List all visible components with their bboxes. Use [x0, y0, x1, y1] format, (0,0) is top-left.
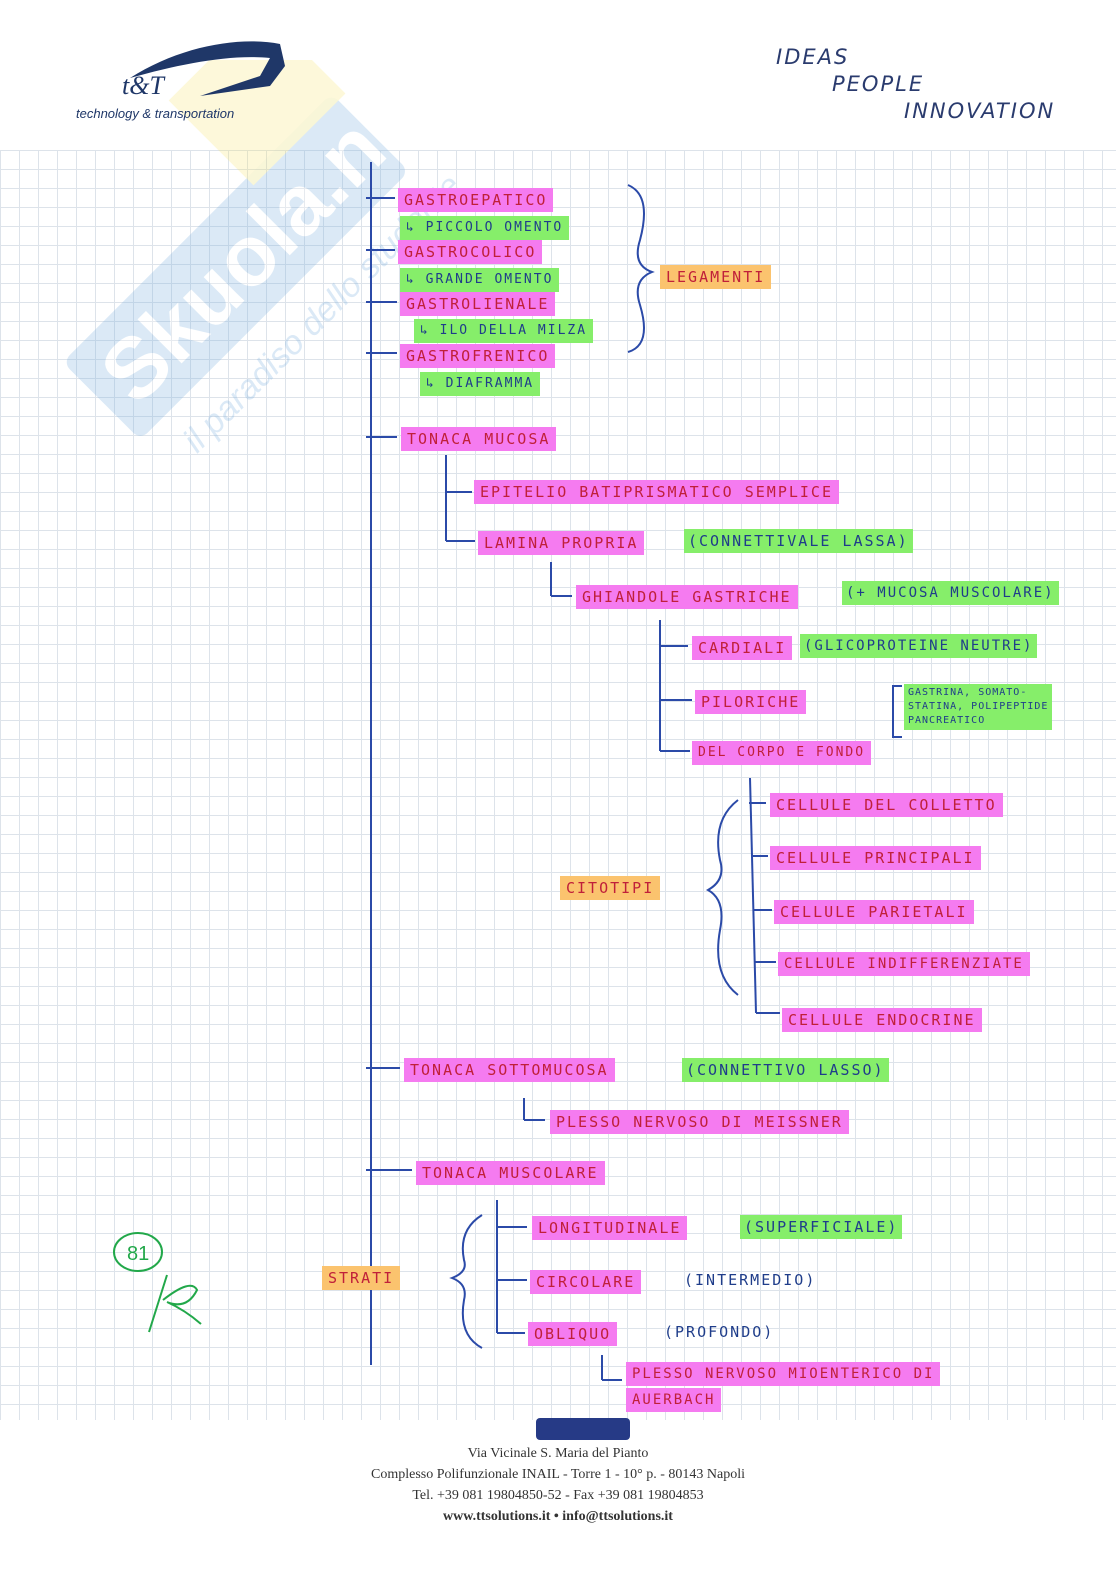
- lamina-propria-note: (CONNETTIVALE LASSA): [684, 529, 913, 553]
- graph-paper-grid: [0, 150, 1116, 1420]
- plesso-auerbach-line-2: AUERBACH: [626, 1388, 722, 1412]
- strato-obliquo: OBLIQUO: [528, 1322, 618, 1346]
- citotipo-item-parietali: CELLULE PARIETALI: [774, 900, 974, 924]
- epitelio-label: EPITELIO BATIPRISMATICO SEMPLICE: [474, 480, 839, 504]
- gastrolienale-label: GASTROLIENALE: [400, 292, 556, 316]
- signature-mark: [148, 1274, 202, 1333]
- plesso-auerbach-line-1: PLESSO NERVOSO MIOENTERICO DI: [626, 1362, 941, 1386]
- gastrofrenico-label: GASTROFRENICO: [400, 344, 556, 368]
- slogan-innovation: INNOVATION: [904, 99, 1056, 123]
- slogan-people: PEOPLE: [832, 72, 925, 96]
- diaframma-label: ↳ DIAFRAMMA: [420, 372, 541, 396]
- company-logo: t&T technology & transportation: [76, 41, 285, 121]
- ghiandole-gastriche-label: GHIANDOLE GASTRICHE: [576, 585, 798, 609]
- legamenti-label: LEGAMENTI: [660, 265, 772, 289]
- tonaca-mucosa-title: TONACA MUCOSA: [401, 427, 557, 451]
- citotipi-label: CITOTIPI: [560, 876, 661, 900]
- plesso-meissner-label: PLESSO NERVOSO DI MEISSNER: [550, 1110, 849, 1134]
- footer-line-4: www.ttsolutions.it • info@ttsolutions.it: [443, 1509, 673, 1524]
- footer-address: Via Vicinale S. Maria del Pianto Comples…: [0, 1443, 1116, 1527]
- ilo-milza-label: ↳ ILO DELLA MILZA: [414, 319, 594, 343]
- cardiali-note: (GLICOPROTEINE NEUTRE): [800, 634, 1038, 658]
- citotipo-item-indifferenziate: CELLULE INDIFFERENZIATE: [778, 952, 1030, 976]
- grande-omento-label: ↳ GRANDE OMENTO: [400, 268, 560, 292]
- footer-line-3: Tel. +39 081 19804850-52 - Fax +39 081 1…: [412, 1488, 704, 1503]
- strato-circolare-note: (INTERMEDIO): [684, 1271, 817, 1289]
- piloriche-note: GASTRINA, SOMATO- STATINA, POLIPEPTIDE P…: [904, 684, 1053, 730]
- gastroepatico-label: GASTROEPATICO: [398, 188, 554, 212]
- citotipo-item-endocrine: CELLULE ENDOCRINE: [782, 1008, 982, 1032]
- piloriche-note-line-3: PANCREATICO: [908, 715, 986, 726]
- strato-longitudinale-note: (SUPERFICIALE): [740, 1215, 903, 1239]
- strato-circolare: CIRCOLARE: [530, 1270, 642, 1294]
- footer-line-1: Via Vicinale S. Maria del Pianto: [467, 1446, 649, 1461]
- slogan-ideas: IDEAS: [776, 45, 850, 69]
- piloriche-label: PILORICHE: [695, 690, 807, 714]
- piloriche-note-line-2: STATINA, POLIPEPTIDE: [908, 701, 1049, 712]
- strati-label: STRATI: [322, 1266, 401, 1290]
- footer-line-2: Complesso Polifunzionale INAIL - Torre 1…: [370, 1467, 745, 1482]
- piccolo-omento-label: ↳ PICCOLO OMENTO: [400, 216, 570, 240]
- logo-subtitle: technology & transportation: [76, 106, 234, 121]
- page-mark-number: 81: [127, 1243, 149, 1265]
- citotipo-item-principali: CELLULE PRINCIPALI: [770, 846, 981, 870]
- cardiali-label: CARDIALI: [692, 636, 793, 660]
- plesso-auerbach: PLESSO NERVOSO MIOENTERICO DI AUERBACH: [626, 1362, 941, 1412]
- gastrocolico-label: GASTROCOLICO: [398, 240, 543, 264]
- slogan: IDEAS PEOPLE INNOVATION: [776, 44, 1055, 125]
- footer-ink-smudge: [536, 1418, 630, 1440]
- ghiandole-note: (+ MUCOSA MUSCOLARE): [842, 581, 1059, 605]
- corpo-fondo-label: DEL CORPO E FONDO: [692, 741, 872, 765]
- tonaca-sottomucosa-title: TONACA SOTTOMUCOSA: [404, 1058, 615, 1082]
- page-mark: 81: [113, 1232, 202, 1333]
- strato-obliquo-note: (PROFONDO): [664, 1323, 775, 1341]
- lamina-propria-label: LAMINA PROPRIA: [478, 531, 645, 555]
- logo-mark: t&T: [122, 71, 165, 100]
- piloriche-note-line-1: GASTRINA, SOMATO-: [908, 687, 1028, 698]
- strato-longitudinale: LONGITUDINALE: [532, 1216, 688, 1240]
- tonaca-muscolare-title: TONACA MUSCOLARE: [416, 1161, 605, 1185]
- citotipo-item-colletto: CELLULE DEL COLLETTO: [770, 793, 1003, 817]
- sottomucosa-note: (CONNETTIVO LASSO): [682, 1058, 889, 1082]
